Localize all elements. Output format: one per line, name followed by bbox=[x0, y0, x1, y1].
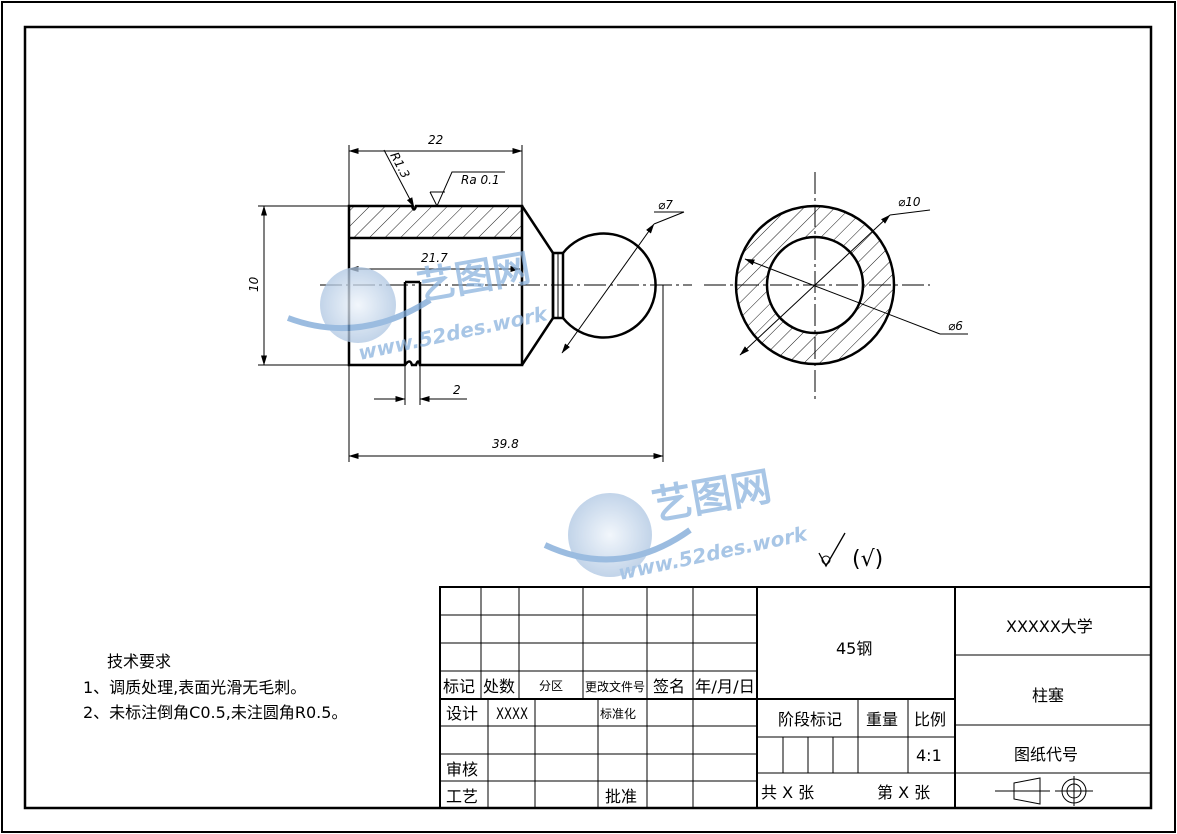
svg-text:重量: 重量 bbox=[866, 710, 898, 729]
title-block bbox=[439, 586, 1152, 809]
svg-text:图纸代号: 图纸代号 bbox=[1014, 745, 1078, 764]
svg-text:比例: 比例 bbox=[914, 710, 946, 729]
svg-text:R1.3: R1.3 bbox=[387, 150, 412, 181]
projection-symbol bbox=[995, 776, 1093, 806]
svg-text:1、调质处理,表面光滑无毛刺。: 1、调质处理,表面光滑无毛刺。 bbox=[83, 678, 306, 697]
dim-r13: R1.3 bbox=[383, 149, 415, 208]
watermark-1: 艺图网 www.52des.work bbox=[286, 246, 551, 365]
dim-21-7: 21.7 bbox=[348, 251, 521, 272]
svg-text:21.7: 21.7 bbox=[421, 251, 448, 265]
svg-text:工艺: 工艺 bbox=[446, 787, 478, 806]
svg-text:2、未标注倒角C0.5,未注圆角R0.5。: 2、未标注倒角C0.5,未注圆角R0.5。 bbox=[83, 703, 347, 722]
svg-text:技术要求: 技术要求 bbox=[107, 652, 171, 671]
svg-text:22: 22 bbox=[428, 133, 443, 147]
svg-text:Ra 0.1: Ra 0.1 bbox=[461, 173, 500, 187]
svg-text:(√): (√) bbox=[852, 547, 883, 572]
svg-text:分区: 分区 bbox=[539, 679, 563, 693]
svg-text:XXXXX大学: XXXXX大学 bbox=[1006, 617, 1093, 636]
svg-text:XXXX: XXXX bbox=[496, 704, 528, 723]
dim-phi10: ⌀10 bbox=[739, 195, 931, 356]
svg-text:10: 10 bbox=[247, 276, 261, 292]
svg-text:年/月/日: 年/月/日 bbox=[695, 677, 755, 696]
svg-text:批准: 批准 bbox=[605, 787, 637, 806]
watermark-2: 艺图网 www.52des.work bbox=[543, 464, 811, 585]
svg-text:⌀7: ⌀7 bbox=[658, 198, 673, 212]
svg-text:标记: 标记 bbox=[443, 677, 475, 696]
dim-2: 2 bbox=[374, 365, 467, 405]
svg-text:艺图网: 艺图网 bbox=[649, 464, 775, 530]
side-view bbox=[704, 172, 930, 400]
svg-text:4:1: 4:1 bbox=[916, 746, 942, 765]
svg-text:第 X 张: 第 X 张 bbox=[877, 783, 930, 802]
svg-text:柱塞: 柱塞 bbox=[1032, 686, 1064, 705]
body-outline bbox=[347, 204, 524, 367]
svg-text:39.8: 39.8 bbox=[492, 437, 519, 451]
dim-phi7: ⌀7 bbox=[561, 198, 685, 354]
dim-39-8: 39.8 bbox=[348, 285, 664, 462]
svg-text:更改文件号: 更改文件号 bbox=[585, 679, 645, 694]
svg-text:45钢: 45钢 bbox=[836, 639, 872, 658]
svg-text:审核: 审核 bbox=[446, 760, 478, 779]
svg-text:签名: 签名 bbox=[653, 677, 685, 696]
dim-phi6: ⌀6 bbox=[744, 258, 968, 335]
svg-text:2: 2 bbox=[453, 383, 461, 397]
svg-text:处数: 处数 bbox=[483, 677, 515, 696]
roughness-symbol: Ra 0.1 bbox=[429, 171, 505, 208]
roughness-default: (√) bbox=[818, 532, 883, 572]
svg-text:共 X 张: 共 X 张 bbox=[761, 783, 814, 802]
svg-text:阶段标记: 阶段标记 bbox=[778, 710, 842, 729]
dim-22: 22 bbox=[348, 133, 523, 206]
section-hatch-top bbox=[349, 206, 522, 238]
tech-requirements: 技术要求 1、调质处理,表面光滑无毛刺。 2、未标注倒角C0.5,未注圆角R0.… bbox=[83, 652, 347, 722]
title-block-text: 标记 处数 分区 更改文件号 签名 年/月/日 设计 XXXX 标准化 审核 工… bbox=[443, 617, 1093, 806]
dim-10: 10 bbox=[247, 205, 349, 366]
svg-text:⌀6: ⌀6 bbox=[948, 319, 963, 333]
svg-text:⌀10: ⌀10 bbox=[898, 195, 921, 209]
svg-text:标准化: 标准化 bbox=[600, 707, 636, 721]
ball bbox=[562, 232, 657, 339]
svg-text:设计: 设计 bbox=[446, 704, 478, 723]
